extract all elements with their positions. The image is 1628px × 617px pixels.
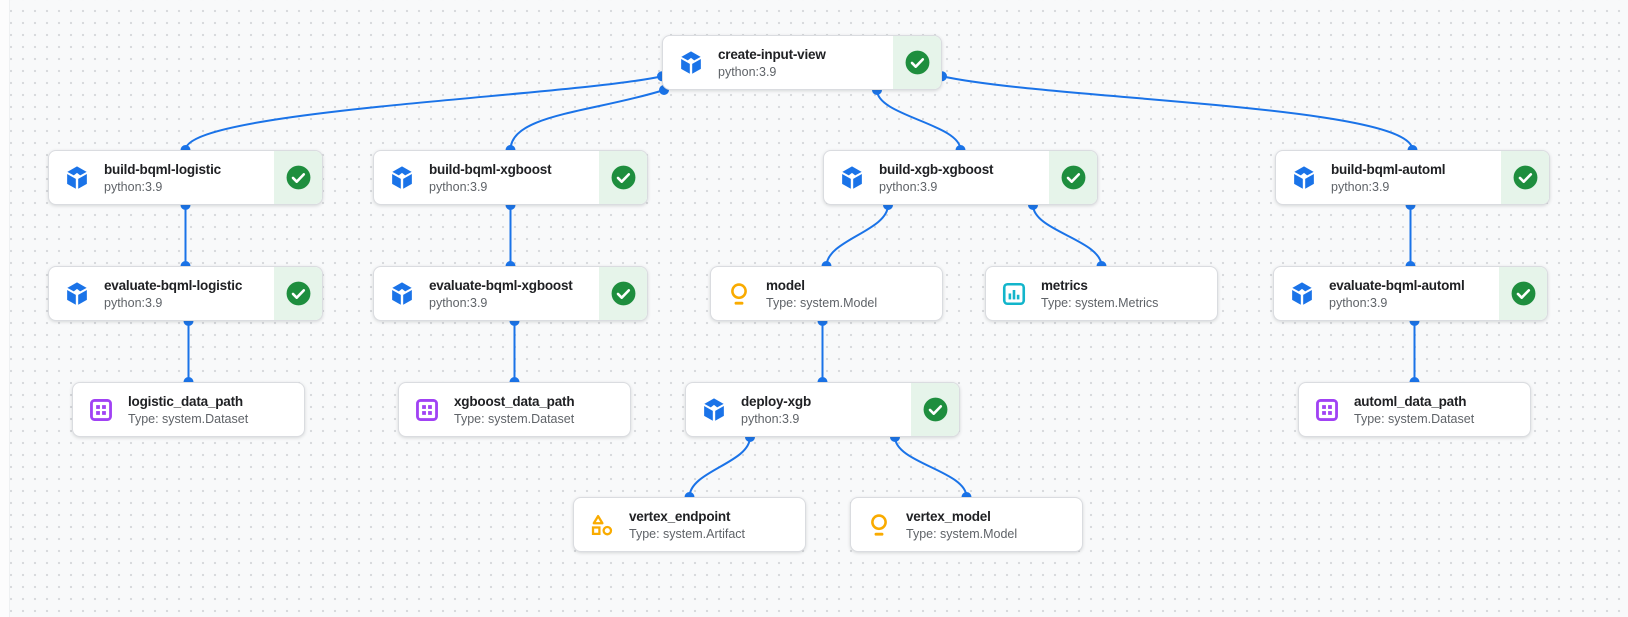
node-deploy-xgb[interactable]: deploy-xgb python:3.9 — [685, 382, 960, 437]
component-icon — [1291, 165, 1317, 191]
edge — [894, 436, 968, 498]
status-success-badge — [1049, 151, 1097, 204]
node-title: vertex_endpoint — [629, 508, 731, 524]
node-subtitle: python:3.9 — [1329, 295, 1388, 310]
edge — [876, 89, 962, 151]
node-title: metrics — [1041, 277, 1088, 293]
node-title: xgboost_data_path — [454, 393, 575, 409]
node-subtitle: python:3.9 — [1331, 179, 1390, 194]
node-subtitle: python:3.9 — [718, 64, 777, 79]
status-success-badge — [1501, 151, 1549, 204]
node-title: build-xgb-xgboost — [879, 161, 994, 177]
node-create-input-view[interactable]: create-input-view python:3.9 — [662, 35, 942, 90]
node-evaluate-bqml-xgboost[interactable]: evaluate-bqml-xgboost python:3.9 — [373, 266, 648, 321]
component-icon — [389, 281, 415, 307]
node-title: build-bqml-logistic — [104, 161, 221, 177]
component-icon — [64, 165, 90, 191]
status-success-badge — [599, 151, 647, 204]
node-build-bqml-xgboost[interactable]: build-bqml-xgboost python:3.9 — [373, 150, 648, 205]
dataset-icon — [414, 397, 440, 423]
node-subtitle: Type: system.Model — [906, 526, 1018, 541]
node-metrics[interactable]: metrics Type: system.Metrics — [985, 266, 1218, 321]
node-subtitle: python:3.9 — [741, 411, 800, 426]
canvas-left-gutter — [0, 0, 10, 617]
component-icon — [389, 165, 415, 191]
status-success-badge — [1499, 267, 1547, 320]
model-lightbulb-icon — [726, 281, 752, 307]
node-xgboost-data-path[interactable]: xgboost_data_path Type: system.Dataset — [398, 382, 631, 437]
component-icon — [678, 50, 704, 76]
node-subtitle: python:3.9 — [429, 179, 488, 194]
node-vertex-endpoint[interactable]: vertex_endpoint Type: system.Artifact — [573, 497, 806, 552]
node-title: vertex_model — [906, 508, 991, 524]
node-evaluate-bqml-automl[interactable]: evaluate-bqml-automl python:3.9 — [1273, 266, 1548, 321]
component-icon — [64, 281, 90, 307]
node-build-bqml-automl[interactable]: build-bqml-automl python:3.9 — [1275, 150, 1550, 205]
node-title: create-input-view — [718, 46, 826, 62]
node-model[interactable]: model Type: system.Model — [710, 266, 943, 321]
node-title: evaluate-bqml-automl — [1329, 277, 1465, 293]
node-subtitle: Type: system.Artifact — [629, 526, 746, 541]
node-subtitle: Type: system.Dataset — [128, 411, 249, 426]
edge — [509, 89, 665, 151]
status-success-badge — [893, 36, 941, 89]
node-title: deploy-xgb — [741, 393, 812, 409]
node-subtitle: python:3.9 — [104, 179, 163, 194]
status-success-badge — [274, 151, 322, 204]
node-subtitle: Type: system.Model — [766, 295, 878, 310]
node-logistic-data-path[interactable]: logistic_data_path Type: system.Dataset — [72, 382, 305, 437]
node-title: model — [766, 277, 805, 293]
component-icon — [839, 165, 865, 191]
node-vertex-model[interactable]: vertex_model Type: system.Model — [850, 497, 1083, 552]
node-automl-data-path[interactable]: automl_data_path Type: system.Dataset — [1298, 382, 1531, 437]
dataset-icon — [88, 397, 114, 423]
artifact-shapes-icon — [589, 512, 615, 538]
model-lightbulb-icon — [866, 512, 892, 538]
node-title: build-bqml-xgboost — [429, 161, 552, 177]
node-build-bqml-logistic[interactable]: build-bqml-logistic python:3.9 — [48, 150, 323, 205]
edge — [825, 204, 889, 267]
component-icon — [701, 397, 727, 423]
node-subtitle: Type: system.Dataset — [1354, 411, 1475, 426]
edge — [1032, 204, 1103, 267]
node-subtitle: python:3.9 — [104, 295, 163, 310]
node-title: build-bqml-automl — [1331, 161, 1446, 177]
node-build-xgb-xgboost[interactable]: build-xgb-xgboost python:3.9 — [823, 150, 1098, 205]
node-subtitle: python:3.9 — [879, 179, 938, 194]
metrics-chart-icon — [1001, 281, 1027, 307]
node-evaluate-bqml-logistic[interactable]: evaluate-bqml-logistic python:3.9 — [48, 266, 323, 321]
node-title: automl_data_path — [1354, 393, 1467, 409]
status-success-badge — [911, 383, 959, 436]
edge — [688, 436, 751, 498]
node-subtitle: Type: system.Dataset — [454, 411, 575, 426]
status-success-badge — [274, 267, 322, 320]
dataset-icon — [1314, 397, 1340, 423]
edge — [941, 75, 1414, 151]
node-subtitle: python:3.9 — [429, 295, 488, 310]
component-icon — [1289, 281, 1315, 307]
node-subtitle: Type: system.Metrics — [1041, 295, 1159, 310]
status-success-badge — [599, 267, 647, 320]
node-title: evaluate-bqml-logistic — [104, 277, 243, 293]
node-title: logistic_data_path — [128, 393, 243, 409]
edge — [184, 75, 663, 151]
node-title: evaluate-bqml-xgboost — [429, 277, 573, 293]
